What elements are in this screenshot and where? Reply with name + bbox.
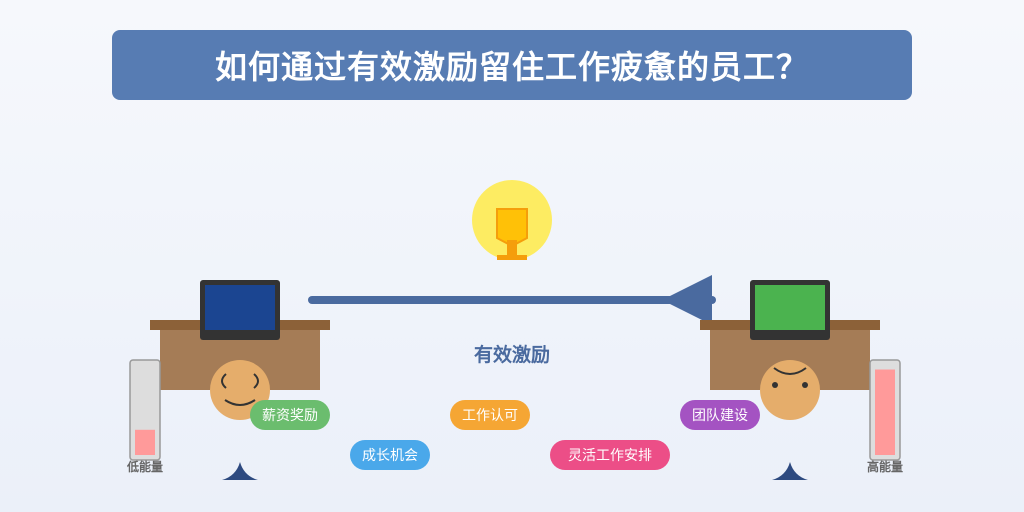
- low-energy-label: 低能量: [126, 460, 163, 474]
- laptop-icon: [200, 280, 280, 340]
- laptop-icon: [750, 280, 830, 340]
- low-energy-battery: [129, 359, 161, 461]
- pill-team-building: 团队建设: [680, 400, 760, 430]
- lightbulb-icon: [472, 180, 552, 260]
- pill-salary-reward: 薪资奖励: [250, 400, 330, 430]
- happy-worker: [700, 280, 880, 480]
- pill-flexible-work: 灵活工作安排: [550, 440, 670, 470]
- high-energy-battery: [869, 359, 901, 461]
- happy-face-icon: [760, 360, 820, 420]
- title-bar: 如何通过有效激励留住工作疲惫的员工？: [112, 30, 912, 100]
- pill-work-recognition: 工作认可: [450, 400, 530, 430]
- body-silhouette: [772, 462, 808, 480]
- motivation-arrow: [308, 275, 716, 325]
- trophy-icon: [496, 208, 528, 260]
- pill-growth-opportunity: 成长机会: [350, 440, 430, 470]
- center-label: 有效激励: [473, 344, 550, 366]
- tired-worker: [150, 280, 330, 480]
- battery-fill-high: [875, 369, 895, 455]
- body-silhouette: [222, 462, 258, 480]
- high-energy-label: 高能量: [866, 460, 903, 474]
- page-title: 如何通过有效激励留住工作疲惫的员工？: [214, 48, 809, 86]
- battery-fill-low: [135, 429, 155, 455]
